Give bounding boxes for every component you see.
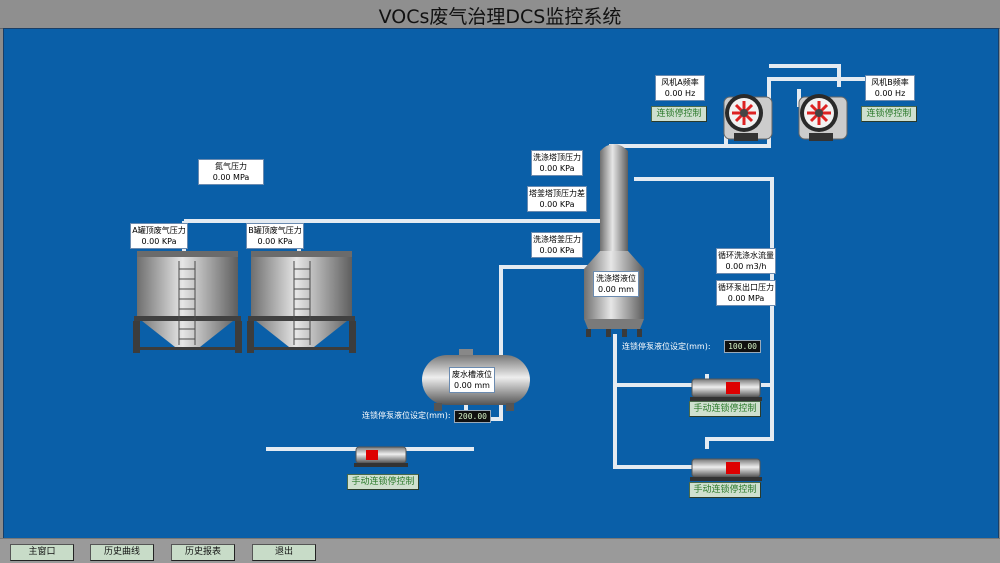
fan-b [798, 94, 848, 141]
pump-circ-2 [690, 458, 762, 481]
pump-circ-1-manual-button[interactable]: 手动连锁停控制 [689, 401, 761, 417]
footer-nav: 主窗口 历史曲线 历史报表 退出 [0, 538, 1000, 563]
fan-a-freq-gauge: 风机A频率 0.00 Hz [655, 75, 705, 101]
wastewater-level-value: 0.00 mm [454, 381, 490, 390]
history-report-button[interactable]: 历史报表 [171, 544, 235, 561]
history-trend-button[interactable]: 历史曲线 [90, 544, 154, 561]
tower-top-pressure-label: 洗涤塔顶压力 [533, 153, 581, 162]
fan-a-freq-label: 风机A频率 [661, 78, 699, 87]
fan-b-freq-value: 0.00 Hz [874, 89, 906, 98]
circ-flow-gauge: 循环洗涤水流量 0.00 m3/h [716, 248, 776, 274]
tower-bottom-pressure-gauge: 洗涤塔釜压力 0.00 KPa [531, 232, 583, 258]
main-window-button[interactable]: 主窗口 [10, 544, 74, 561]
tank-b-pressure-value: 0.00 KPa [257, 237, 293, 246]
tank-setpoint-label: 连锁停泵液位设定(mm): [362, 411, 451, 420]
tank-a [133, 251, 242, 353]
fan-b-interlock-button[interactable]: 连锁停控制 [861, 106, 917, 122]
tower-bottom-pressure-value: 0.00 KPa [539, 246, 575, 255]
n2-pressure-label: 氮气压力 [215, 162, 247, 171]
tank-setpoint-input[interactable]: 200.00 [454, 410, 491, 423]
pump-feed-manual-button[interactable]: 手动连锁停控制 [347, 474, 419, 490]
circ-pump-pressure-label: 循环泵出口压力 [718, 283, 774, 292]
tower-level-value: 0.00 mm [598, 285, 634, 294]
wastewater-level-label: 废水槽液位 [452, 370, 492, 379]
tower-top-pressure-value: 0.00 KPa [539, 164, 575, 173]
tank-a-pressure-label: A罐顶废气压力 [132, 226, 186, 235]
fan-b-freq-label: 风机B频率 [871, 78, 909, 87]
process-graphics [133, 64, 886, 481]
tower-dp-label: 塔釜塔顶压力差 [529, 189, 585, 198]
circ-pump-pressure-gauge: 循环泵出口压力 0.00 MPa [716, 280, 776, 306]
tank-b-pressure-label: B罐顶废气压力 [248, 226, 302, 235]
circ-flow-label: 循环洗涤水流量 [718, 251, 774, 260]
tower-level-gauge: 洗涤塔液位 0.00 mm [593, 271, 639, 297]
tower-dp-gauge: 塔釜塔顶压力差 0.00 KPa [527, 186, 587, 212]
n2-pressure-value: 0.00 MPa [212, 173, 250, 182]
tower-level-label: 洗涤塔液位 [596, 274, 636, 283]
tank-b-pressure-gauge: B罐顶废气压力 0.00 KPa [246, 223, 304, 249]
tank-b [247, 251, 356, 353]
wastewater-level-gauge: 废水槽液位 0.00 mm [449, 367, 495, 393]
scrubber-tower [584, 144, 644, 337]
tower-bottom-pressure-label: 洗涤塔釜压力 [533, 235, 581, 244]
pump-feed [354, 446, 408, 467]
n2-pressure-gauge: 氮气压力 0.00 MPa [198, 159, 264, 185]
fan-a-freq-value: 0.00 Hz [664, 89, 696, 98]
tower-setpoint-input[interactable]: 100.00 [724, 340, 761, 353]
fan-a-interlock-button[interactable]: 连锁停控制 [651, 106, 707, 122]
fan-a [723, 94, 773, 141]
circ-pump-pressure-value: 0.00 MPa [727, 294, 765, 303]
tower-dp-value: 0.00 KPa [539, 200, 575, 209]
process-canvas: 氮气压力 0.00 MPa A罐顶废气压力 0.00 KPa B罐顶废气压力 0… [3, 28, 999, 540]
circ-flow-value: 0.00 m3/h [725, 262, 767, 271]
page-title: VOCs废气治理DCS监控系统 [378, 6, 622, 28]
tank-a-pressure-value: 0.00 KPa [141, 237, 177, 246]
title-bar: VOCs废气治理DCS监控系统 [0, 0, 1000, 29]
tank-a-pressure-gauge: A罐顶废气压力 0.00 KPa [130, 223, 188, 249]
tower-top-pressure-gauge: 洗涤塔顶压力 0.00 KPa [531, 150, 583, 176]
tower-setpoint-label: 连锁停泵液位设定(mm): [622, 342, 711, 351]
exit-button[interactable]: 退出 [252, 544, 316, 561]
pump-circ-1 [690, 378, 762, 401]
pump-circ-2-manual-button[interactable]: 手动连锁停控制 [689, 482, 761, 498]
fan-b-freq-gauge: 风机B频率 0.00 Hz [865, 75, 915, 101]
